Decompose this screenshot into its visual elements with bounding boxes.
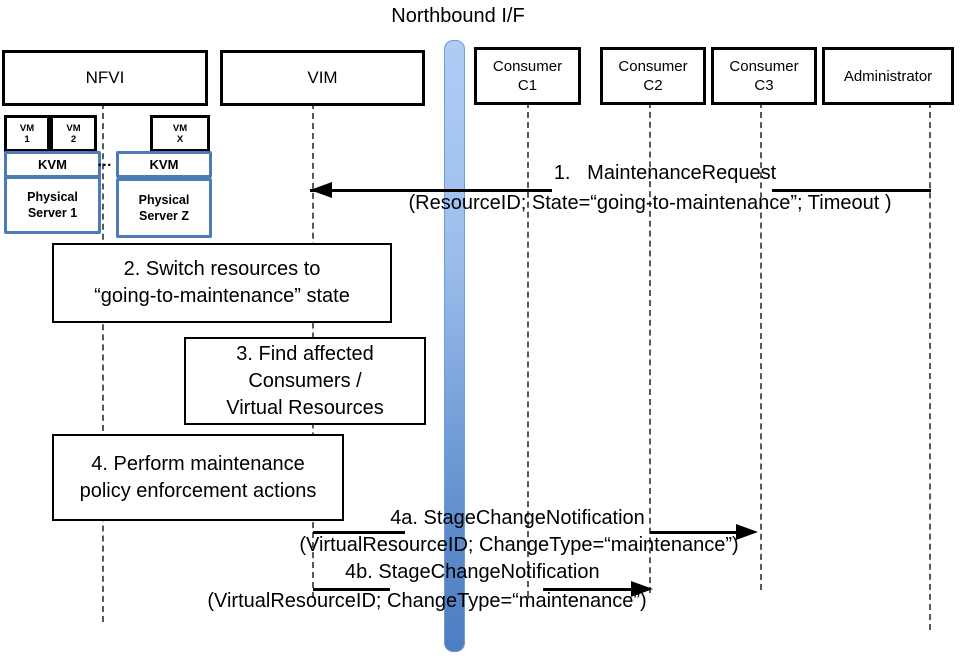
actor-administrator: Administrator [822, 47, 954, 105]
actor-c3-label-line1: Consumer [729, 58, 799, 75]
action-3-line2: Consumers / [248, 369, 362, 392]
action-3-line3: Virtual Resources [226, 396, 384, 419]
physical-server-1-box: Physical Server 1 [4, 176, 101, 234]
serverz-label-line1: Physical [138, 193, 190, 207]
actor-nfvi: NFVI [2, 50, 208, 106]
vm2-label-line2: 2 [70, 133, 77, 145]
diagram-title: Northbound I/F [391, 5, 525, 27]
kvm-right-box: KVM [116, 151, 212, 178]
actor-consumer-c1: Consumer C1 [474, 47, 581, 105]
actor-consumer-c2: Consumer C2 [600, 47, 706, 105]
actor-c2-label-line2: C2 [643, 77, 663, 94]
serverz-label-line2: Server Z [138, 209, 190, 223]
message-1-params: (ResourceID; State=“going-to-maintenance… [408, 192, 892, 214]
vm1-box: VM 1 [4, 115, 50, 152]
server1-label-line1: Physical [27, 190, 78, 204]
ellipsis-label: … [97, 153, 112, 170]
actor-vim: VIM [220, 50, 425, 106]
action-4-line1: 4. Perform maintenance [91, 452, 305, 475]
kvm-left-label: KVM [38, 157, 67, 172]
action-3-line1: 3. Find affected [236, 342, 374, 365]
message-1-line-left [310, 189, 552, 192]
message-1-arrowhead [310, 182, 332, 198]
action-4-line2: policy enforcement actions [79, 479, 317, 502]
lifeline-consumer-c2 [649, 102, 651, 593]
actor-c3-label-line2: C3 [754, 77, 774, 94]
kvm-right-label: KVM [149, 157, 179, 172]
vm2-box: VM 2 [50, 115, 97, 152]
actor-consumer-c3: Consumer C3 [711, 47, 817, 105]
message-4b-params: (VirtualResourceID; ChangeType=“maintena… [207, 590, 647, 612]
vm2-label-line1: VM [66, 122, 81, 134]
actor-admin-label: Administrator [843, 67, 933, 85]
actor-c1-label-line1: Consumer [492, 58, 563, 75]
northbound-interface-bar [444, 40, 465, 652]
lifeline-consumer-c3 [760, 102, 762, 590]
actor-vim-label: VIM [307, 68, 338, 87]
actor-c2-label-line1: Consumer [618, 58, 688, 75]
message-4a-params: (VirtualResourceID; ChangeType=“maintena… [299, 534, 739, 556]
vmx-label-line1: VM [172, 122, 188, 134]
lifeline-administrator [929, 102, 931, 630]
vm1-label-line2: 1 [24, 133, 30, 145]
vm1-label-line1: VM [19, 122, 35, 134]
message-1-label: 1. MaintenanceRequest [553, 162, 777, 184]
vmx-label-line2: X [176, 133, 184, 145]
actor-c1-label-line2: C1 [517, 77, 538, 94]
kvm-left-box: KVM [4, 151, 101, 178]
message-4a-line-left [313, 531, 405, 534]
action-box-4: 4. Perform maintenance policy enforcemen… [52, 434, 344, 521]
message-4b-label: 4b. StageChangeNotification [345, 561, 600, 583]
action-2-line1: 2. Switch resources to [123, 258, 321, 280]
message-4b-line-left [313, 588, 390, 591]
lifeline-consumer-c1 [527, 102, 529, 597]
actor-nfvi-label: NFVI [85, 68, 125, 87]
message-1-line-right [772, 189, 931, 192]
vmx-box: VM X [150, 115, 210, 152]
message-4a-arrowhead [736, 524, 758, 540]
action-2-line2: “going-to-maintenance” state [94, 285, 350, 307]
server1-label-line2: Server 1 [27, 206, 78, 220]
message-4b-line-right [543, 588, 631, 591]
message-4a-label: 4a. StageChangeNotification [390, 507, 645, 529]
lifeline-nfvi [102, 103, 104, 622]
physical-server-z-box: Physical Server Z [116, 178, 212, 238]
action-box-2: 2. Switch resources to “going-to-mainten… [52, 243, 392, 323]
action-box-3: 3. Find affected Consumers / Virtual Res… [184, 337, 426, 425]
message-4a-line-right [650, 531, 738, 534]
message-4b-arrowhead [631, 581, 653, 597]
